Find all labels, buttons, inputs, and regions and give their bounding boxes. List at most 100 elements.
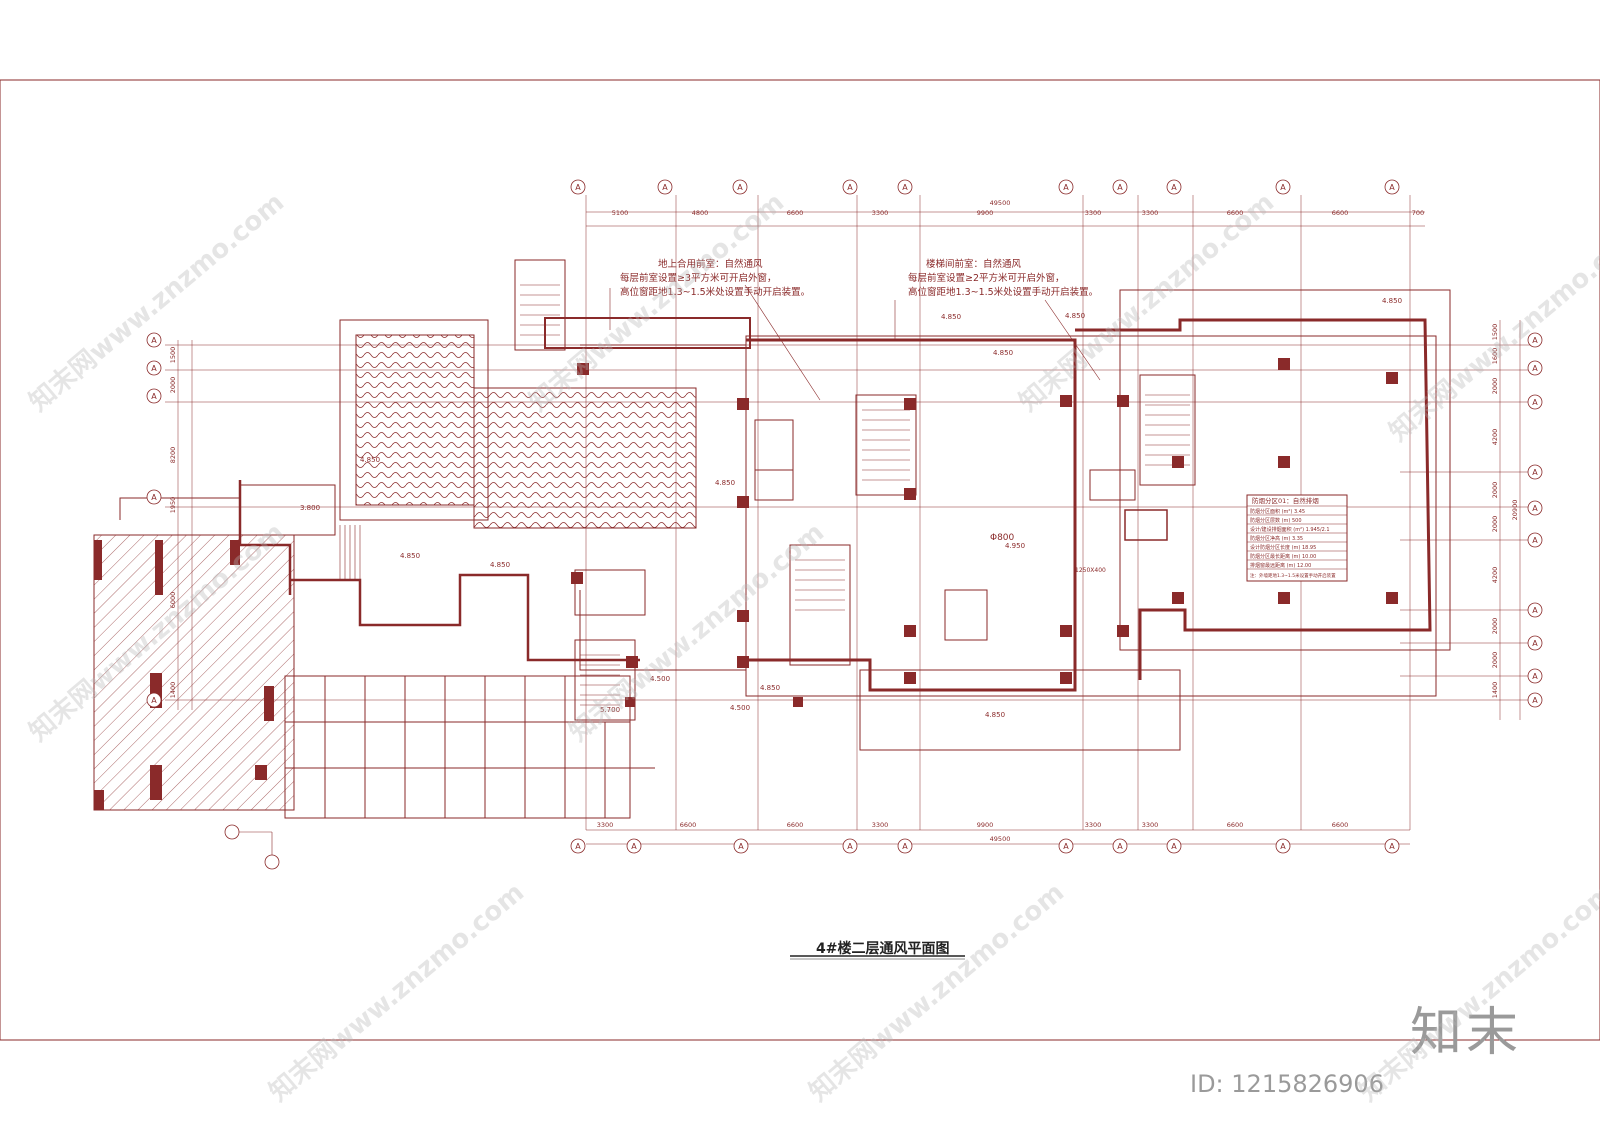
- axis-bubble-top-circle: [1275, 179, 1291, 195]
- dimension-right: 2000: [1491, 378, 1499, 395]
- table-row: 注：外墙距地1.3~1.5米设置手动开启装置: [1250, 572, 1336, 579]
- axis-bubble-top-circle: [570, 179, 586, 195]
- axis-bubble-left-label: A: [151, 696, 157, 705]
- section-marker: [224, 824, 280, 870]
- elevation-label: 4.850: [360, 456, 380, 464]
- note-leaders: [609, 284, 1101, 401]
- axis-bubble-left-label: A: [151, 364, 157, 373]
- note-left-line: 每层前室设置≥3平方米可开启外窗，: [620, 273, 777, 284]
- axis-bubble-bottom-circle: [1275, 838, 1291, 854]
- axis-bubble-right-label: A: [1532, 398, 1538, 407]
- dimension-left: 1950: [169, 497, 177, 514]
- axis-bubble-top-circle: [842, 179, 858, 195]
- brand-logo: 知末: [1410, 1003, 1523, 1063]
- axis-bubble-bottom-circle: [1058, 838, 1074, 854]
- axis-lines: [165, 195, 1540, 845]
- axis-bubble-top-circle: [1058, 179, 1074, 195]
- axis-bubble-bottom-label: A: [575, 842, 581, 851]
- axis-bubble-right-label: A: [1532, 336, 1538, 345]
- axis-bubble-left-circle: [146, 332, 162, 348]
- note-right-line: 高位窗距地1.3~1.5米处设置手动开启装置。: [908, 287, 1099, 298]
- elevation-label: 4.500: [730, 704, 750, 712]
- axis-bubble-top-label: A: [1117, 183, 1123, 192]
- axis-bubble-bottom-label: A: [1171, 842, 1177, 851]
- elevation-label: 4.850: [715, 479, 735, 487]
- opening-size: 1250X400: [1075, 567, 1106, 574]
- dimension-top: 3300: [1085, 209, 1102, 217]
- note-left: 地上合用前室：自然通风 每层前室设置≥3平方米可开启外窗， 高位窗距地1.3~1…: [620, 258, 810, 300]
- duct-size: Φ800: [990, 533, 1015, 543]
- axis-bubble-top-label: A: [847, 183, 853, 192]
- pool-rim: [339, 319, 489, 521]
- table-row: 设计/建设排烟面积 (m²) 1.945/2.1: [1250, 526, 1330, 533]
- drawing-title: 4#楼二层通风平面图: [816, 941, 950, 957]
- axis-bubble-right-circle: [1527, 332, 1543, 348]
- columns: [94, 358, 1398, 810]
- note-left-line: 地上合用前室：自然通风: [658, 259, 763, 270]
- dimension-bottom: 6600: [1227, 821, 1244, 829]
- dimension-top: 700: [1412, 209, 1424, 217]
- axis-bubble-right-label: A: [1532, 606, 1538, 615]
- dimension-top: 9900: [977, 209, 994, 217]
- axis-bubble-left-label: A: [151, 493, 157, 502]
- dimension-right: 2000: [1491, 652, 1499, 669]
- axis-bubble-right-label: A: [1532, 468, 1538, 477]
- canopy-grid: [284, 675, 655, 819]
- dimension-left: 1400: [169, 682, 177, 699]
- dimension-top: 3300: [1142, 209, 1159, 217]
- drawing-frame: [0, 79, 1600, 1041]
- axis-bubble-top-label: A: [662, 183, 668, 192]
- dimension-bottom: 3300: [872, 821, 889, 829]
- axis-bubble-right-label: A: [1532, 639, 1538, 648]
- axis-bubble-bottom-circle: [1384, 838, 1400, 854]
- axis-bubble-right-circle: [1527, 692, 1543, 708]
- axis-bubble-bottom-circle: [842, 838, 858, 854]
- axis-bubble-top-label: A: [1171, 183, 1177, 192]
- dimension-bottom: 9900: [977, 821, 994, 829]
- axis-bubble-bottom-circle: [733, 838, 749, 854]
- axis-bubble-bottom-label: A: [902, 842, 908, 851]
- table-row: 防烟分区层数 (m) 500: [1250, 517, 1302, 524]
- axis-bubble-top-label: A: [1389, 183, 1395, 192]
- elevation-label: 4.850: [941, 313, 961, 321]
- axis-bubble-right-label: A: [1532, 696, 1538, 705]
- axis-bubble-top-circle: [897, 179, 913, 195]
- side-stair: [339, 525, 361, 580]
- pool-right: [473, 387, 697, 529]
- axis-bubble-bottom-circle: [1112, 838, 1128, 854]
- axis-bubble-right-circle: [1527, 602, 1543, 618]
- axis-bubble-bottom-circle: [897, 838, 913, 854]
- axis-bubble-right-label: A: [1532, 364, 1538, 373]
- axis-bubble-left-circle: [146, 692, 162, 708]
- axis-bubble-top-label: A: [1280, 183, 1286, 192]
- dimension-bottom: 3300: [1142, 821, 1159, 829]
- elevation-label: 4.850: [1382, 297, 1402, 305]
- axis-bubble-bottom-label: A: [1117, 842, 1123, 851]
- dimension-bottom: 6600: [1332, 821, 1349, 829]
- elevation-label: 4.850: [760, 684, 780, 692]
- dimension-bottom: 3300: [1085, 821, 1102, 829]
- dimension-top: 6600: [1332, 209, 1349, 217]
- table-row: 防烟分区净高 (m) 3.35: [1250, 535, 1303, 542]
- dimension-right: 1400: [1491, 682, 1499, 699]
- dimension-top: 6600: [787, 209, 804, 217]
- axis-bubble-left-label: A: [151, 336, 157, 345]
- axis-bubble-bottom-circle: [626, 838, 642, 854]
- table-title: 防烟分区01：自然排烟: [1252, 496, 1319, 505]
- axis-bubble-bottom-label: A: [738, 842, 744, 851]
- axis-bubble-bottom-label: A: [631, 842, 637, 851]
- axis-bubble-left-label: A: [151, 392, 157, 401]
- axis-bubble-top-label: A: [737, 183, 743, 192]
- dimension-total-top: 49500: [990, 199, 1011, 207]
- axis-bubble-right-circle: [1527, 635, 1543, 651]
- dimension-right: 2000: [1491, 482, 1499, 499]
- dimension-right: 1500: [1491, 324, 1499, 341]
- note-right-line: 每层前室设置≥2平方米可开启外窗，: [908, 273, 1065, 284]
- dimension-bottom: 6600: [680, 821, 697, 829]
- dimension-left: 2000: [169, 377, 177, 394]
- dimension-left: 1500: [169, 347, 177, 364]
- dimension-top: 6600: [1227, 209, 1244, 217]
- axis-bubble-right-circle: [1527, 464, 1543, 480]
